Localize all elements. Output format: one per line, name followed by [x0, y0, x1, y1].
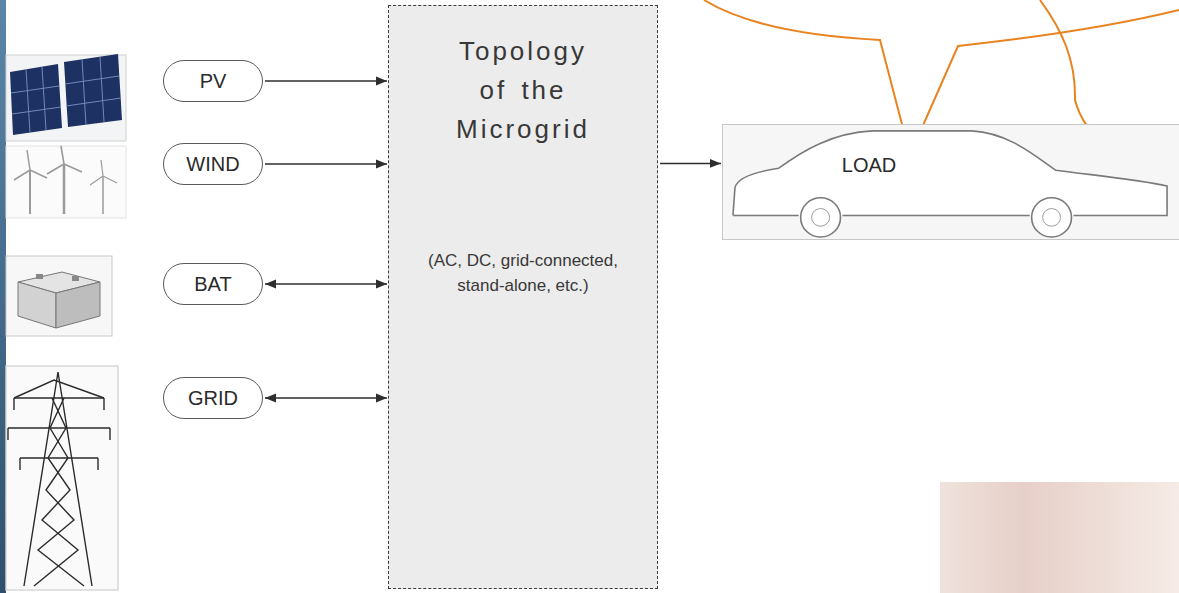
power-tower-icon — [6, 366, 118, 590]
grid-pill: GRID — [163, 377, 263, 419]
node-label: WIND — [186, 153, 239, 176]
node-note: (AC, DC, grid-connected, stand-alone, et… — [403, 249, 643, 298]
battery-icon — [6, 256, 112, 336]
connector-arrow — [265, 80, 387, 82]
node-label: Topology of the Microgrid — [443, 32, 603, 149]
source-pill: PV — [163, 60, 263, 102]
solar-panel-icon — [6, 54, 126, 141]
microgrid-box: Topology of the Microgrid (AC, DC, grid-c… — [388, 5, 658, 589]
wind-turbine-icon — [6, 146, 126, 218]
node-label: PV — [200, 70, 227, 93]
car-wheel — [801, 198, 841, 237]
connector-arrow — [265, 163, 387, 165]
photo-fragment — [940, 482, 1179, 593]
load-car: LOAD — [722, 124, 1179, 240]
node-label: LOAD — [842, 154, 896, 177]
car-hub — [812, 209, 830, 227]
source-pill: WIND — [163, 143, 263, 185]
connector-arrow — [265, 283, 387, 285]
connector-arrow — [265, 397, 387, 399]
car-outline — [723, 125, 1179, 239]
connector-arrow — [660, 163, 721, 165]
car-wheel — [1032, 198, 1072, 237]
storage-pill: BAT — [163, 263, 263, 305]
node-label: GRID — [188, 387, 238, 410]
photo-strip — [0, 0, 6, 593]
node-label: BAT — [194, 273, 231, 296]
car-body — [733, 131, 1167, 216]
car-hub — [1043, 209, 1061, 227]
